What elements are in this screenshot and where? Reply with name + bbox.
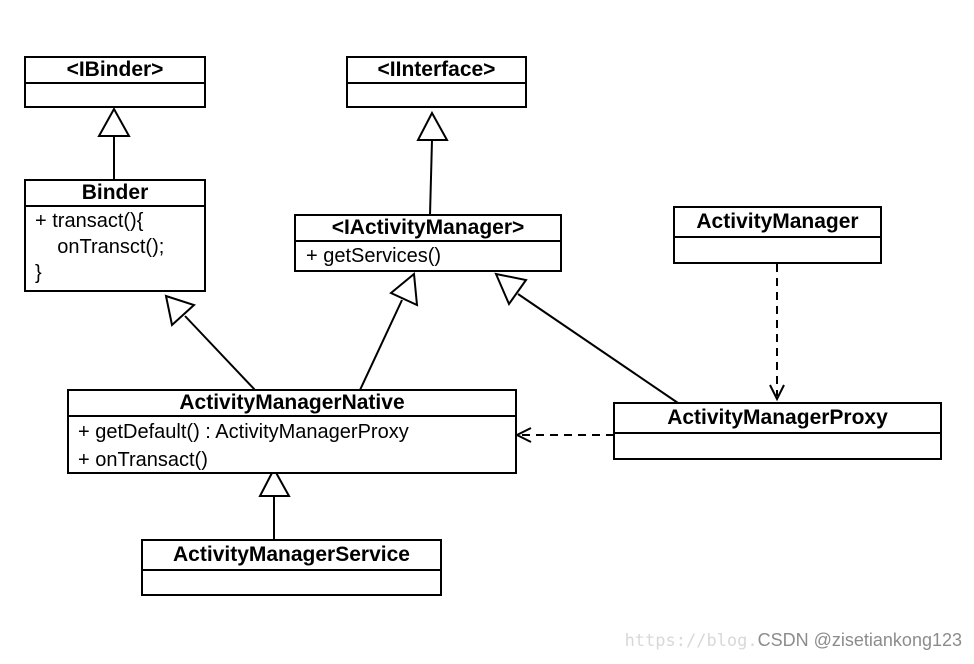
class-members: + getServices() bbox=[306, 245, 442, 267]
class-name: <IInterface> bbox=[348, 58, 525, 84]
class-name: <IActivityManager> bbox=[296, 216, 560, 242]
class-members: + transact(){ onTransct(); } bbox=[35, 210, 165, 284]
class-binder[interactable]: Binder + transact(){ onTransct(); } bbox=[24, 179, 206, 292]
inheritance-iactivitymanager-iinterface bbox=[429, 139, 433, 216]
inheritance-arrowhead bbox=[416, 110, 449, 141]
class-activitymanagerproxy[interactable]: ActivityManagerProxy bbox=[613, 402, 942, 460]
inheritance-arrowhead bbox=[258, 466, 291, 497]
class-activitymanager[interactable]: ActivityManager bbox=[673, 206, 882, 264]
class-ibinder[interactable]: <IBinder> bbox=[24, 56, 206, 108]
dependency-arrowhead bbox=[769, 384, 785, 402]
inheritance-native-iactivitymanager bbox=[359, 299, 403, 391]
inheritance-arrowhead bbox=[164, 294, 196, 327]
inheritance-arrowhead bbox=[389, 272, 419, 307]
class-name: ActivityManager bbox=[675, 208, 880, 238]
class-iinterface[interactable]: <IInterface> bbox=[346, 56, 527, 108]
watermark-text: CSDN @zisetiankong123 bbox=[757, 630, 962, 650]
class-name: ActivityManagerService bbox=[143, 541, 440, 571]
class-name: <IBinder> bbox=[26, 58, 204, 84]
inheritance-arrowhead bbox=[97, 106, 131, 137]
watermark-url: https://blog. bbox=[624, 631, 758, 651]
inheritance-native-binder bbox=[184, 315, 256, 391]
class-name: ActivityManagerNative bbox=[69, 391, 515, 417]
inheritance-proxy-iactivitymanager bbox=[517, 293, 679, 404]
class-name: Binder bbox=[26, 181, 204, 207]
class-members: + getDefault() : ActivityManagerProxy + … bbox=[78, 421, 409, 471]
class-iactivitymanager[interactable]: <IActivityManager> + getServices() bbox=[294, 214, 562, 272]
class-activitymanagerservice[interactable]: ActivityManagerService bbox=[141, 539, 442, 596]
class-activitymanagernative[interactable]: ActivityManagerNative + getDefault() : A… bbox=[67, 389, 517, 474]
inheritance-arrowhead bbox=[494, 272, 528, 307]
dependency-arrowhead bbox=[514, 427, 532, 443]
class-name: ActivityManagerProxy bbox=[615, 404, 940, 434]
watermark: https://blog.CSDN @zisetiankong123 bbox=[625, 630, 962, 651]
